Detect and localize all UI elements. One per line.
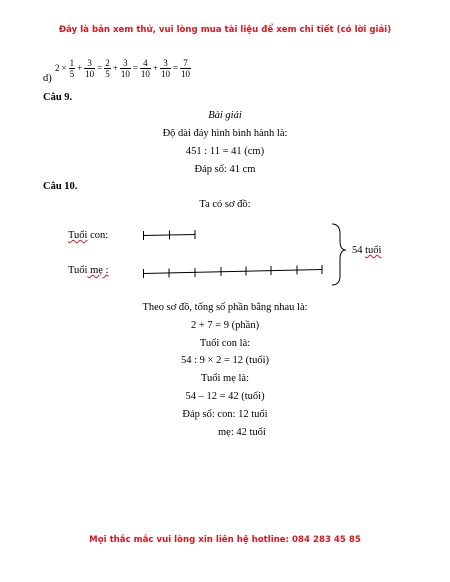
coefficient: 2 xyxy=(55,63,60,73)
total-age-label: 54 tuổi xyxy=(352,245,382,256)
part-d-label: d) xyxy=(43,73,52,84)
solution-line: 54 – 12 = 42 (tuổi) xyxy=(185,391,265,402)
plus-sign: + xyxy=(77,63,83,73)
answer-line: Đáp số: con: 12 tuổi xyxy=(182,409,268,420)
solution-line: Theo sơ đồ, tổng số phần bằng nhau là: xyxy=(142,302,308,313)
total-brace xyxy=(331,223,347,286)
times-sign: × xyxy=(61,63,67,73)
equals-sign: = xyxy=(172,63,179,73)
solution-line: 54 : 9 × 2 = 12 (tuổi) xyxy=(181,355,269,366)
child-segment xyxy=(142,234,196,236)
mother-age-label: Tuổi mẹ : xyxy=(68,265,109,276)
equals-sign: = xyxy=(132,63,138,73)
child-age-label: Tuổi con: xyxy=(68,230,109,241)
hotline-footer: Mọi thắc mắc vui lòng xin liên hệ hotlin… xyxy=(89,535,361,545)
answer-line: Đáp số: 41 cm xyxy=(194,164,256,175)
solution-line: Tuổi mẹ là: xyxy=(200,373,250,384)
mother-segment xyxy=(142,269,323,274)
solution-line: 2 + 7 = 9 (phần) xyxy=(190,320,260,331)
plus-sign: + xyxy=(152,63,158,73)
solution-title: Bài giải xyxy=(208,110,242,121)
solution-line: 451 : 11 = 41 (cm) xyxy=(185,146,265,157)
preview-banner: Đây là bản xem thử, vui lòng mua tài liệ… xyxy=(58,25,392,35)
question-9-heading: Câu 9. xyxy=(43,92,73,103)
solution-line: Tuổi con là: xyxy=(199,338,251,349)
plus-sign: + xyxy=(112,63,118,73)
question-10-heading: Câu 10. xyxy=(43,181,78,192)
diagram-intro: Ta có sơ đồ: xyxy=(199,199,251,210)
equals-sign: = xyxy=(97,63,103,73)
answer-line-mother: mẹ: 42 tuổi xyxy=(218,427,266,438)
solution-line: Độ dài đáy hình bình hành là: xyxy=(162,128,288,139)
